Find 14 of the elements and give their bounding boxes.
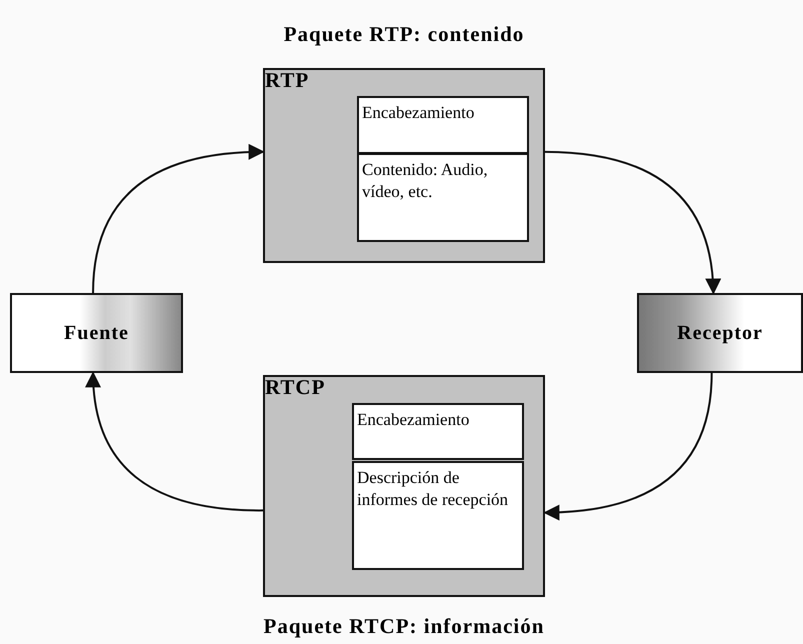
field-box: Contenido: Audio, vídeo, etc. xyxy=(357,153,529,242)
packet-caption: Paquete RTCP: información xyxy=(263,614,545,639)
field-box: Encabezamiento xyxy=(357,96,529,154)
arrow xyxy=(543,372,713,520)
arrow xyxy=(544,150,720,295)
packet-caption: Paquete RTP: contenido xyxy=(282,22,526,47)
packet-label: RTP xyxy=(265,70,310,91)
endpoint-box: Receptor xyxy=(637,293,803,373)
endpoint-box: Fuente xyxy=(10,293,183,373)
packet-label: RTCP xyxy=(265,377,326,398)
field-box: Encabezamiento xyxy=(352,403,524,460)
field-box: Descripción de informes de recepción xyxy=(352,461,524,570)
arrow xyxy=(86,371,264,512)
arrow xyxy=(92,144,265,294)
